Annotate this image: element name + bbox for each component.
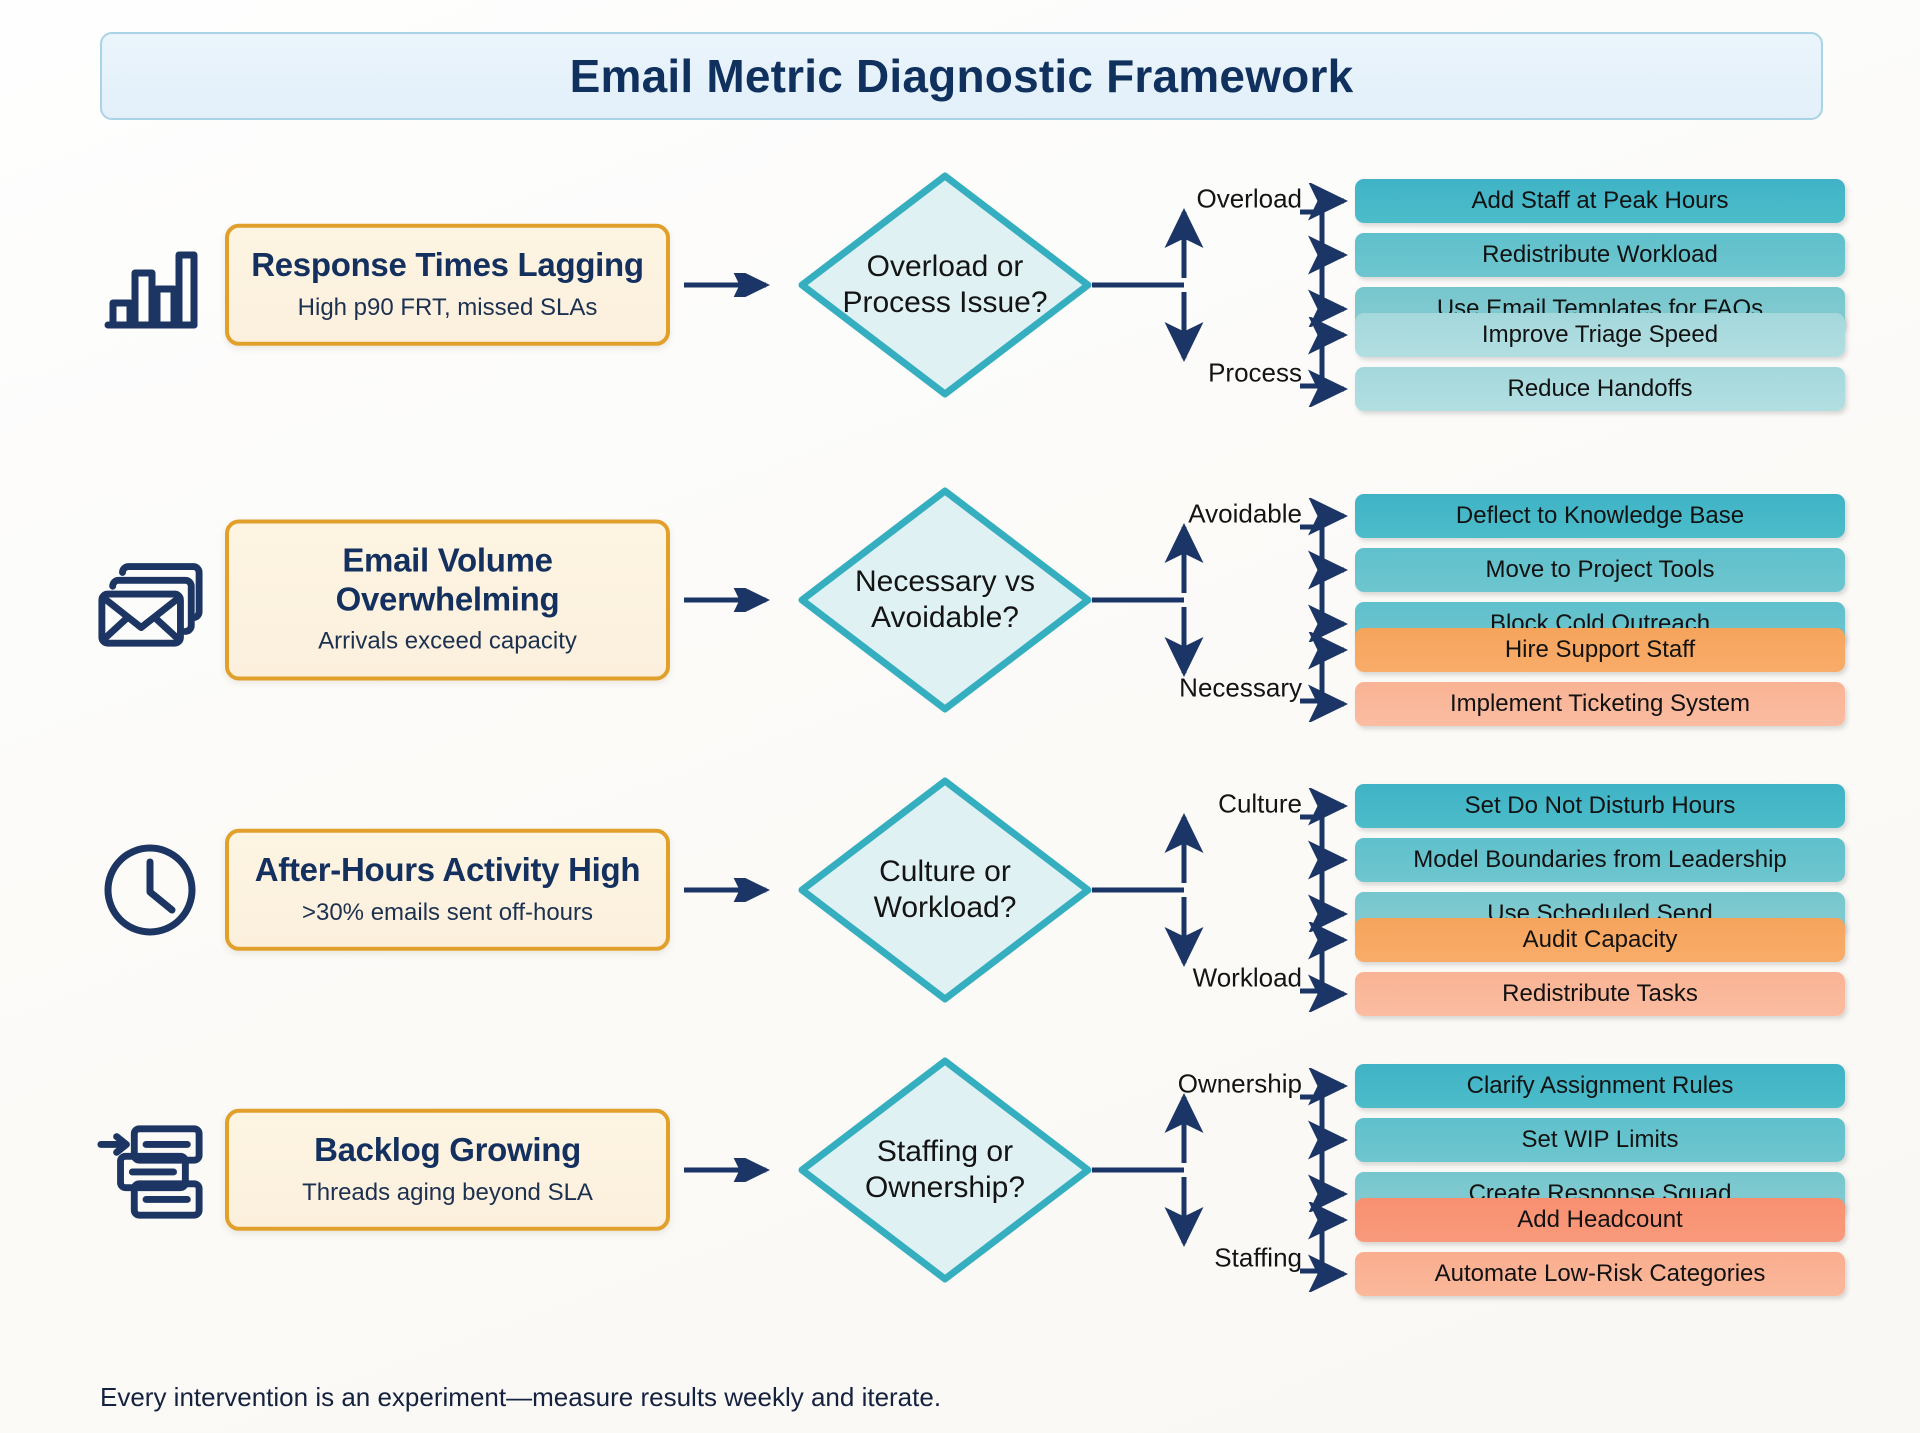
problem-title: Response Times Lagging <box>251 245 644 283</box>
problem-subtitle: >30% emails sent off-hours <box>301 898 594 926</box>
action-box[interactable]: Set WIP Limits <box>1355 1118 1845 1162</box>
flow-arrow-1 <box>684 580 771 620</box>
action-box[interactable]: Implement Ticketing System <box>1355 682 1845 726</box>
flow-arrow-0 <box>684 265 771 305</box>
branch-fan-connector <box>1300 1066 1362 1217</box>
branch-v-3 <box>1092 1092 1204 1248</box>
problem-box[interactable]: After-Hours Activity High >30% emails sen… <box>225 828 670 952</box>
problem-title: Email Volume Overwhelming <box>335 541 560 618</box>
fan-t-2 <box>1300 786 1349 934</box>
bar-chart-icon <box>104 251 198 329</box>
branch-label-bottom: Workload <box>1192 962 1302 993</box>
problem-title: Backlog Growing <box>314 1130 581 1168</box>
page-title: Email Metric Diagnostic Framework <box>569 50 1354 102</box>
decision-shape <box>798 777 1092 1003</box>
branch-fan-connector <box>1300 786 1362 937</box>
action-box[interactable]: Redistribute Workload <box>1355 233 1845 277</box>
action-box[interactable]: Model Boundaries from Leadership <box>1355 838 1845 882</box>
branch-connector <box>1092 1055 1252 1285</box>
problem-subtitle: High p90 FRT, missed SLAs <box>297 293 598 321</box>
branch-fan-connector <box>1300 181 1362 332</box>
action-box[interactable]: Add Headcount <box>1355 1198 1845 1242</box>
branch-connector <box>1092 485 1252 715</box>
fan-b-2 <box>1300 920 1349 1014</box>
fan-b-0 <box>1300 315 1349 409</box>
decision-shape <box>798 487 1092 713</box>
fan-b-3 <box>1300 1200 1349 1294</box>
decision-label: Necessary vs Avoidable? <box>854 565 1036 634</box>
flow-arrow-3 <box>684 1150 771 1190</box>
branch-connector <box>1092 775 1252 1005</box>
branch-label-bottom: Necessary <box>1179 672 1302 703</box>
branch-fan-connector <box>1300 920 1362 1017</box>
branch-label-top: Overload <box>1196 183 1303 214</box>
fan-t-3 <box>1300 1066 1349 1214</box>
action-box[interactable]: Automate Low-Risk Categories <box>1355 1252 1845 1296</box>
action-box[interactable]: Audit Capacity <box>1355 918 1845 962</box>
decision-diamond[interactable]: Staffing or Ownership? <box>795 1054 1095 1286</box>
problem-subtitle: Arrivals exceed capacity <box>318 627 577 655</box>
action-box[interactable]: Reduce Handoffs <box>1355 367 1845 411</box>
decision-shape <box>798 172 1092 398</box>
branch-label-bottom: Process <box>1208 357 1302 388</box>
branch-v-0 <box>1092 207 1204 363</box>
fan-b-1 <box>1300 630 1349 724</box>
branch-label-bottom: Staffing <box>1214 1242 1302 1273</box>
branch-label-top: Ownership <box>1177 1068 1302 1099</box>
row-icon <box>95 835 205 945</box>
branch-fan-connector <box>1300 315 1362 412</box>
flow-arrow-to-decision <box>682 580 780 620</box>
fan-t-0 <box>1300 181 1349 329</box>
action-box[interactable]: Hire Support Staff <box>1355 628 1845 672</box>
clock-icon <box>104 844 196 936</box>
action-box[interactable]: Set Do Not Disturb Hours <box>1355 784 1845 828</box>
branch-fan-connector <box>1300 1200 1362 1297</box>
row-icon <box>95 230 205 340</box>
branch-v-2 <box>1092 812 1204 968</box>
row-icon <box>95 1115 205 1225</box>
branch-v-1 <box>1092 522 1204 678</box>
action-box[interactable]: Deflect to Knowledge Base <box>1355 494 1845 538</box>
row-icon <box>95 545 205 655</box>
branch-label-top: Culture <box>1218 788 1302 819</box>
action-box[interactable]: Redistribute Tasks <box>1355 972 1845 1016</box>
footer-note: Every intervention is an experiment—meas… <box>100 1382 942 1412</box>
branch-fan-connector <box>1300 496 1362 647</box>
branch-fan-connector <box>1300 630 1362 727</box>
decision-label: Overload or Process Issue? <box>842 250 1048 319</box>
flow-arrow-to-decision <box>682 265 780 305</box>
flow-arrow-2 <box>684 870 771 910</box>
decision-diamond[interactable]: Overload or Process Issue? <box>795 169 1095 401</box>
problem-subtitle: Threads aging beyond SLA <box>302 1178 593 1206</box>
action-box[interactable]: Improve Triage Speed <box>1355 313 1845 357</box>
action-box[interactable]: Clarify Assignment Rules <box>1355 1064 1845 1108</box>
decision-shape <box>798 1057 1092 1283</box>
decision-diamond[interactable]: Necessary vs Avoidable? <box>795 484 1095 716</box>
branch-label-top: Avoidable <box>1188 498 1302 529</box>
action-box[interactable]: Add Staff at Peak Hours <box>1355 179 1845 223</box>
branch-connector <box>1092 170 1252 400</box>
backlog-icon <box>97 1125 203 1219</box>
flow-arrow-to-decision <box>682 870 780 910</box>
page-title-banner: Email Metric Diagnostic Framework <box>100 32 1823 120</box>
action-box[interactable]: Move to Project Tools <box>1355 548 1845 592</box>
flow-arrow-to-decision <box>682 1150 780 1190</box>
decision-label: Staffing or Ownership? <box>864 1135 1026 1204</box>
problem-title: After-Hours Activity High <box>254 850 641 888</box>
fan-t-1 <box>1300 496 1349 644</box>
decision-label: Culture or Workload? <box>873 855 1017 924</box>
email-stack-icon <box>98 563 203 647</box>
decision-diamond[interactable]: Culture or Workload? <box>795 774 1095 1006</box>
diagnostic-row: After-Hours Activity High >30% emails sen… <box>0 774 1920 1016</box>
